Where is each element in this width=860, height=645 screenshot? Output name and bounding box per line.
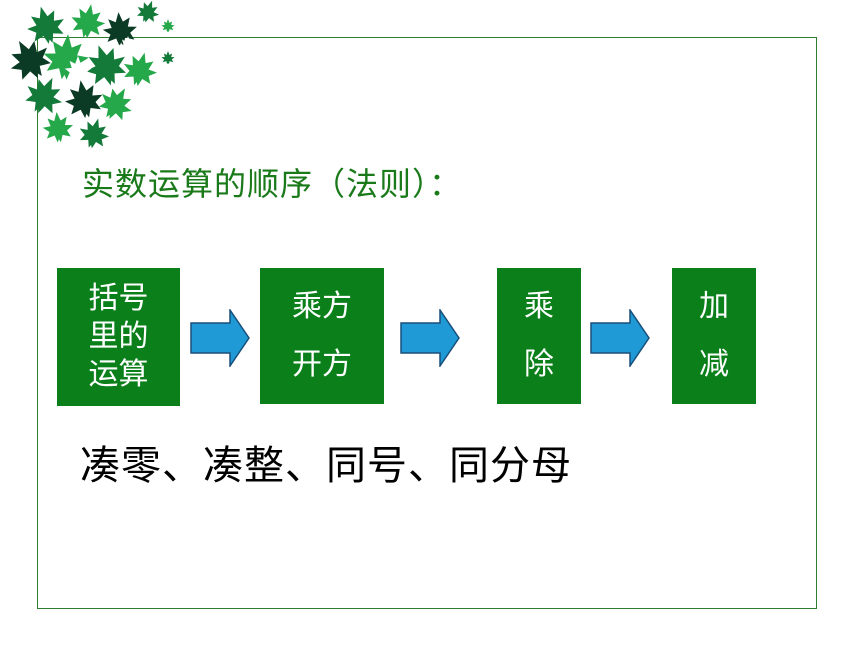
maple-leaf-icon [8, 0, 175, 152]
step-box-add-subtract: 加 减 [672, 268, 756, 404]
step-box-line: 括号 [88, 281, 149, 316]
step-box-multiply-divide: 乘 除 [497, 268, 581, 404]
step-box-line: 除 [524, 346, 554, 382]
step-box-line: 里的 [88, 319, 149, 354]
step-box-brackets: 括号 里的 运算 [57, 268, 180, 406]
step-box-line: 减 [699, 346, 729, 382]
step-box-line: 乘方 [292, 289, 352, 325]
step-box-line: 加 [699, 289, 729, 325]
step-box-line: 乘 [524, 289, 554, 325]
arrow-right-icon [190, 309, 250, 367]
step-box-line: 运算 [88, 357, 149, 392]
slide-frame [37, 37, 817, 609]
arrow-right-icon [590, 309, 650, 367]
slide-title: 实数运算的顺序（法则）： [82, 165, 463, 203]
step-box-power-root: 乘方 开方 [260, 268, 384, 404]
step-box-line: 开方 [292, 346, 352, 382]
calculation-tips: 凑零、凑整、同号、同分母 [80, 443, 572, 489]
arrow-right-icon [400, 309, 460, 367]
maple-leaves-decoration [8, 0, 175, 152]
